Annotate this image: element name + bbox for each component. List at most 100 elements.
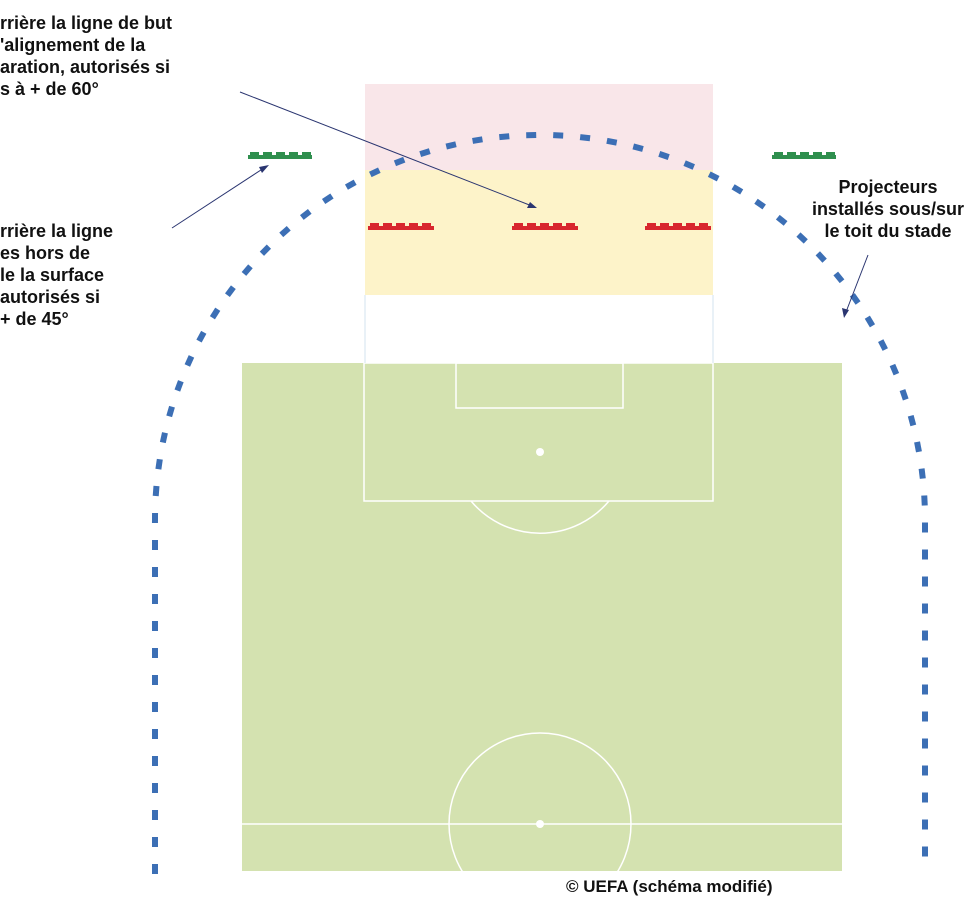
green-floodlight-head xyxy=(813,152,822,155)
red-floodlights-centre xyxy=(512,223,578,230)
arrow-outside-area-head xyxy=(259,165,269,173)
red-floodlights-left xyxy=(368,223,434,230)
roof-floodlight xyxy=(922,684,928,695)
roof-floodlight xyxy=(775,214,788,226)
penalty-arc xyxy=(470,500,610,534)
roof-floodlight xyxy=(152,594,158,604)
red-floodlight-head xyxy=(686,223,695,226)
roof-floodlight xyxy=(151,512,159,524)
roof-floodlight xyxy=(152,756,158,766)
roof-floodlight xyxy=(152,729,158,739)
roof-floodlight xyxy=(922,576,928,587)
red-floodlight-head xyxy=(370,223,379,226)
roof-floodlight xyxy=(152,810,158,820)
roof-floodlight xyxy=(152,540,158,550)
red-floodlight-head xyxy=(660,223,669,226)
roof-floodlight xyxy=(152,648,158,658)
green-floodlight-head xyxy=(774,152,783,155)
roof-floodlight xyxy=(196,330,207,343)
roof-floodlight xyxy=(606,137,618,146)
copyright-credit: © UEFA (schéma modifié) xyxy=(566,877,773,896)
roof-floodlight xyxy=(209,307,221,320)
green-floodlight-head xyxy=(289,152,298,155)
green-floodlight-head xyxy=(276,152,285,155)
roof-floodlight xyxy=(579,134,591,142)
annotation-line: + de 45° xyxy=(0,309,69,329)
arrow-roof xyxy=(845,254,869,313)
roof-floodlight xyxy=(683,160,695,170)
roof-floodlight xyxy=(921,495,928,506)
roof-floodlight xyxy=(922,657,928,668)
roof-floodlight xyxy=(922,846,928,857)
arrow-goal-line-head xyxy=(527,202,537,208)
green-floodlight-head xyxy=(263,152,272,155)
floodlight-clusters xyxy=(248,152,836,230)
roof-floodlight xyxy=(321,193,334,205)
red-floodlight-head xyxy=(540,223,549,226)
roof-floodlight xyxy=(878,339,888,351)
annotation-line: le la surface xyxy=(0,265,105,285)
roof-floodlight xyxy=(922,765,928,776)
red-floodlight-bar xyxy=(368,226,434,230)
goal-area xyxy=(455,362,624,409)
green-floodlight-head xyxy=(250,152,259,155)
roof-floodlight xyxy=(472,136,483,144)
red-floodlight-head xyxy=(566,223,575,226)
green-floodlight-head xyxy=(302,152,311,155)
roof-floodlight xyxy=(918,468,926,479)
annotation-outside-area: rrière la ligne es hors de le la surface… xyxy=(0,220,113,330)
pitch-surface xyxy=(242,363,842,871)
penalty-spot xyxy=(536,448,544,456)
roof-floodlight xyxy=(159,432,168,444)
red-floodlights-right xyxy=(645,223,711,230)
roof-floodlight xyxy=(922,711,928,722)
annotation-line: es hors de xyxy=(0,243,91,263)
annotation-line: installés sous/sur xyxy=(811,199,964,219)
green-floodlight-head xyxy=(826,152,835,155)
roof-floodlight xyxy=(731,184,744,195)
roof-floodlight xyxy=(914,441,922,453)
red-floodlight-head xyxy=(383,223,392,226)
roof-floodlight xyxy=(526,131,537,139)
annotation-line: rrière la ligne de but xyxy=(0,13,173,33)
red-floodlight-head xyxy=(422,223,431,226)
roof-floodlight xyxy=(553,132,564,139)
roof-floodlight xyxy=(152,864,158,874)
green-floodlight-bar xyxy=(248,155,312,159)
green-floodlight-head xyxy=(800,152,809,155)
roof-floodlight xyxy=(499,133,510,141)
pitch xyxy=(242,362,842,899)
roof-floodlight xyxy=(922,738,928,749)
roof-floodlight xyxy=(155,458,163,470)
green-floodlight-bar xyxy=(772,155,836,159)
roof-floodlight xyxy=(907,414,917,427)
roof-floodlight xyxy=(658,151,670,160)
annotation-line: s à + de 60° xyxy=(0,79,99,99)
arrow-roof-head xyxy=(842,308,849,318)
roof-floodlights xyxy=(151,131,928,874)
green-floodlights-right xyxy=(772,152,836,159)
roof-floodlight xyxy=(368,167,381,178)
roof-floodlight xyxy=(922,792,928,803)
green-floodlights-left xyxy=(248,152,312,159)
roof-floodlight xyxy=(174,380,184,392)
roof-floodlight xyxy=(445,141,457,150)
centre-spot xyxy=(536,820,544,828)
roof-floodlight xyxy=(241,264,253,276)
arrow-outside-area xyxy=(171,167,265,229)
annotation-line: le toit du stade xyxy=(824,221,952,241)
annotation-line: aration, autorisés si xyxy=(0,57,171,77)
roof-floodlight xyxy=(152,485,160,497)
arrow-goal-line xyxy=(239,91,533,207)
red-floodlight-head xyxy=(514,223,523,226)
red-floodlight-head xyxy=(647,223,656,226)
zone-yellow xyxy=(365,170,713,295)
annotation-line: 'alignement de la xyxy=(0,35,146,55)
annotation-line: autorisés si xyxy=(0,287,101,307)
red-floodlight-bar xyxy=(512,226,578,230)
roof-floodlight xyxy=(632,143,644,152)
roof-floodlight xyxy=(815,251,827,263)
roof-floodlight xyxy=(152,783,158,793)
roof-floodlight xyxy=(225,285,236,298)
